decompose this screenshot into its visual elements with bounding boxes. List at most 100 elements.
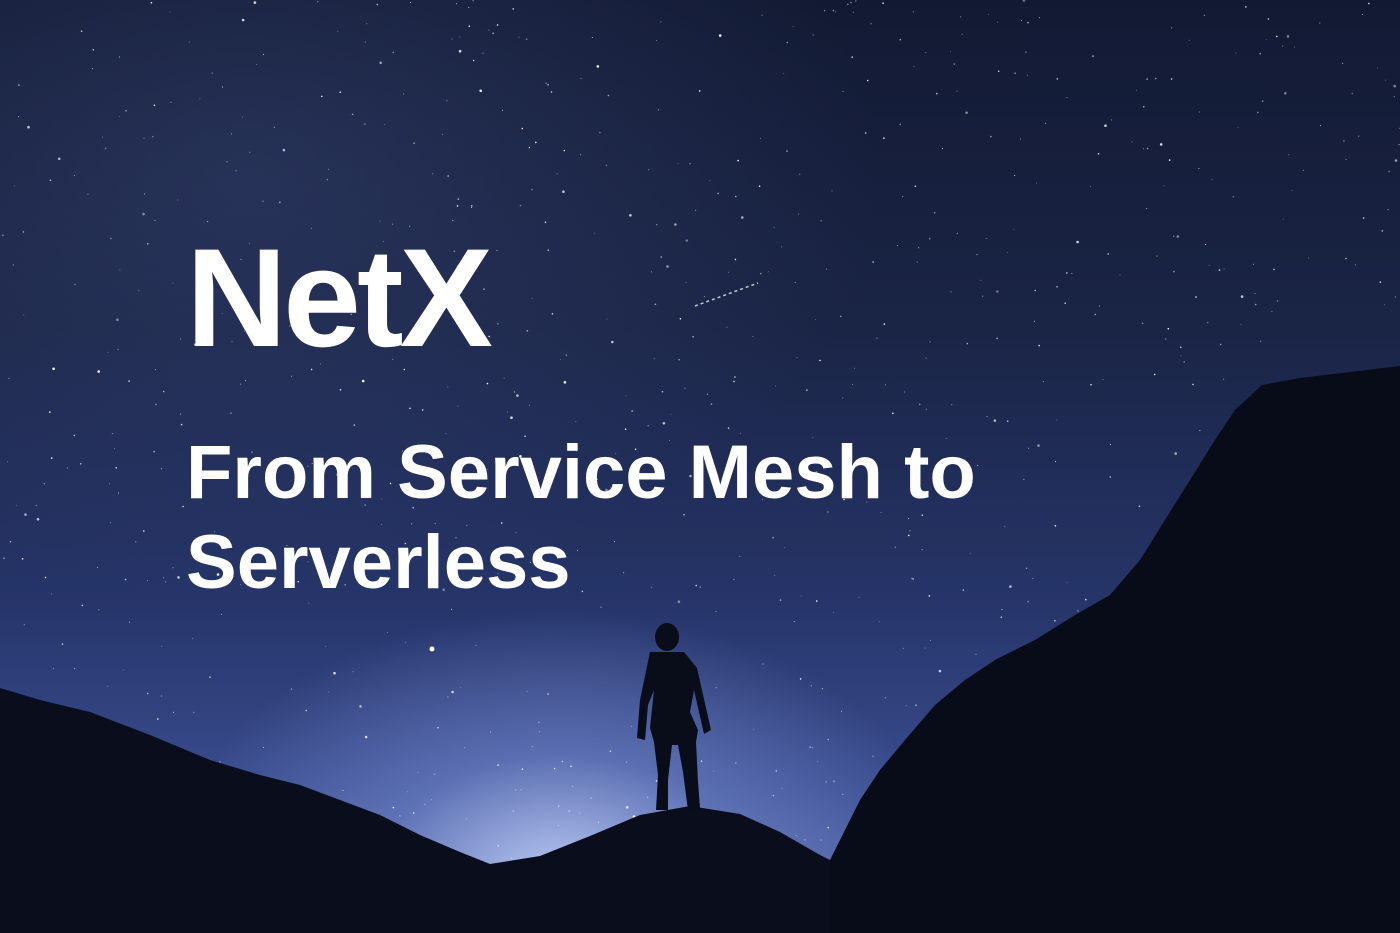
- star: [153, 104, 156, 107]
- star: [762, 498, 763, 500]
- star: [445, 433, 447, 435]
- star: [153, 450, 155, 453]
- star: [715, 687, 717, 689]
- star: [447, 175, 450, 177]
- star: [1188, 39, 1190, 41]
- star: [1163, 185, 1165, 187]
- star: [852, 11, 854, 13]
- star: [1056, 419, 1058, 421]
- star: [786, 41, 788, 44]
- star: [496, 24, 499, 26]
- subtitle-line-2: Serverless: [186, 520, 571, 605]
- star: [358, 460, 360, 462]
- star: [613, 541, 615, 543]
- star: [328, 691, 330, 693]
- star: [753, 728, 754, 730]
- star: [22, 231, 25, 233]
- star: [492, 32, 494, 35]
- star: [980, 279, 982, 281]
- star: [488, 335, 491, 338]
- star: [565, 354, 568, 356]
- star: [824, 10, 825, 12]
- star: [796, 357, 798, 358]
- star: [1284, 91, 1287, 95]
- star: [776, 472, 778, 474]
- star: [819, 359, 821, 362]
- star: [912, 11, 914, 13]
- star: [550, 91, 553, 93]
- star: [1090, 186, 1092, 187]
- star: [997, 21, 999, 23]
- star: [1146, 208, 1148, 210]
- star: [707, 393, 708, 395]
- star: [758, 185, 761, 187]
- star: [1319, 22, 1321, 24]
- star: [496, 249, 498, 251]
- star: [253, 1, 257, 4]
- star: [925, 408, 927, 410]
- star: [368, 471, 370, 473]
- star: [660, 256, 662, 258]
- star: [211, 72, 213, 74]
- star: [1102, 379, 1104, 380]
- star: [320, 363, 321, 365]
- star: [1195, 296, 1197, 298]
- star: [452, 220, 454, 221]
- star: [401, 450, 403, 452]
- star: [1261, 100, 1264, 102]
- star: [289, 325, 291, 327]
- star: [827, 738, 829, 741]
- star: [1394, 296, 1396, 298]
- star: [775, 385, 777, 387]
- star: [669, 440, 671, 441]
- star: [842, 793, 844, 795]
- star: [783, 73, 785, 74]
- star: [350, 313, 353, 316]
- star: [214, 531, 216, 533]
- star: [1054, 620, 1056, 622]
- star: [497, 322, 499, 325]
- star: [715, 610, 717, 612]
- star: [455, 3, 457, 5]
- star: [1156, 255, 1158, 257]
- star: [524, 435, 526, 438]
- star: [1004, 526, 1006, 528]
- star: [403, 368, 406, 371]
- star: [312, 308, 314, 310]
- star: [902, 647, 904, 649]
- star: [1276, 300, 1279, 302]
- star: [364, 735, 368, 739]
- star: [1384, 304, 1386, 306]
- star: [497, 764, 499, 766]
- star: [1036, 182, 1037, 184]
- star: [310, 368, 313, 371]
- star: [8, 377, 10, 379]
- star: [344, 584, 346, 586]
- star: [272, 581, 274, 582]
- star: [811, 747, 813, 749]
- star: [1208, 264, 1210, 266]
- star: [1026, 74, 1028, 76]
- star: [486, 382, 489, 385]
- star: [596, 478, 598, 480]
- star: [531, 188, 533, 191]
- star: [710, 403, 713, 405]
- star: [851, 56, 853, 58]
- star: [160, 695, 162, 697]
- star: [382, 241, 384, 242]
- star: [921, 514, 924, 516]
- star: [1198, 111, 1200, 113]
- star: [735, 195, 737, 198]
- star: [877, 495, 879, 497]
- star: [412, 812, 415, 814]
- star: [1271, 310, 1273, 312]
- star: [339, 91, 342, 93]
- headline-subtitle: From Service Mesh to Serverless: [186, 428, 1186, 608]
- star: [111, 433, 113, 435]
- star: [884, 697, 886, 699]
- star: [1276, 35, 1278, 38]
- star: [143, 530, 145, 532]
- star: [659, 478, 662, 480]
- star: [432, 173, 434, 175]
- star: [561, 760, 564, 763]
